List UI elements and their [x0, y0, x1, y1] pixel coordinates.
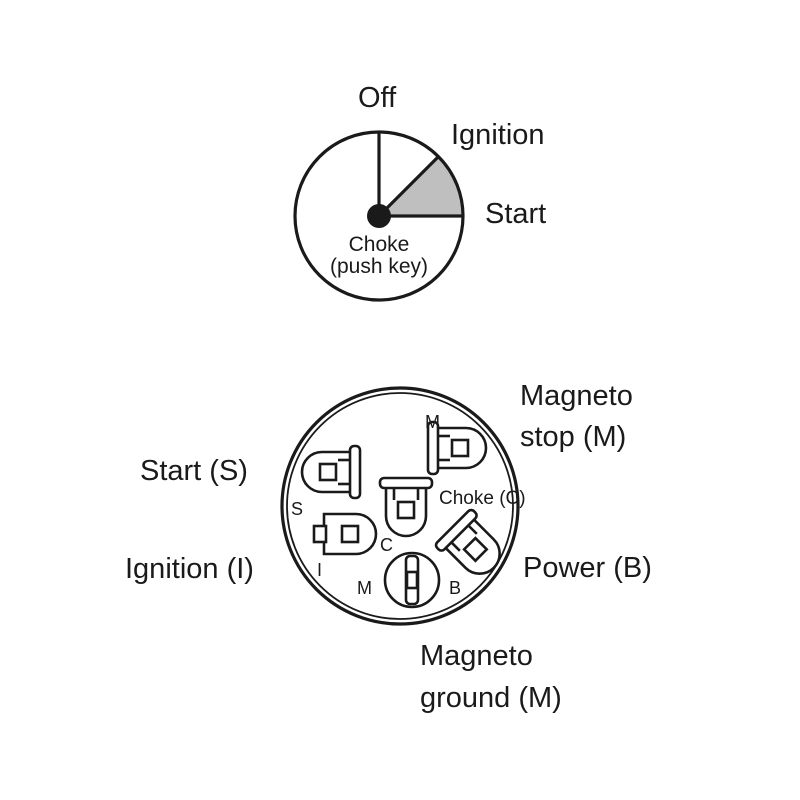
connector-inner-ring [286, 392, 514, 620]
ignition-label: Ignition [451, 119, 545, 151]
ignition-pointer-line [377, 155, 440, 218]
off-label: Off [358, 82, 397, 114]
terminal-letter-m-top: M [425, 412, 440, 432]
terminal-letter-c: C [380, 535, 393, 555]
terminal-letter-m-bottom: M [357, 578, 372, 598]
magneto-stop-terminal [426, 420, 488, 476]
start-sector [379, 157, 463, 216]
choke-push-key-label: (push key) [330, 255, 428, 278]
magneto-stop-m-label: stop (M) [520, 421, 626, 453]
ignition-terminal [312, 512, 378, 556]
start-s-label: Start (S) [140, 455, 248, 487]
power-b-label: Power (B) [523, 552, 652, 584]
connector-outer-ring [280, 386, 520, 626]
start-terminal [300, 444, 362, 500]
start-label: Start [485, 198, 546, 230]
connector-face: M S C I M B Choke (C) [280, 386, 526, 626]
magneto-ground-terminal [383, 551, 441, 609]
terminal-letter-s: S [291, 499, 303, 519]
ignition-i-label: Ignition (I) [125, 553, 254, 585]
dial-center-hub [367, 204, 391, 228]
terminal-letter-i: I [317, 560, 322, 580]
magneto-stop-label: Magneto [520, 380, 633, 412]
terminal-letter-b: B [449, 578, 461, 598]
choke-c-label: Choke (C) [439, 488, 526, 509]
key-position-dial: Off Ignition Start Choke (push key) [293, 82, 546, 302]
choke-label: Choke [349, 233, 410, 256]
magneto-ground-label: Magneto [420, 640, 533, 672]
connector-callouts: Magneto stop (M) Start (S) Ignition (I) … [125, 380, 652, 714]
power-terminal [434, 508, 501, 575]
choke-terminal [378, 476, 434, 538]
magneto-ground-m-label: ground (M) [420, 682, 562, 714]
